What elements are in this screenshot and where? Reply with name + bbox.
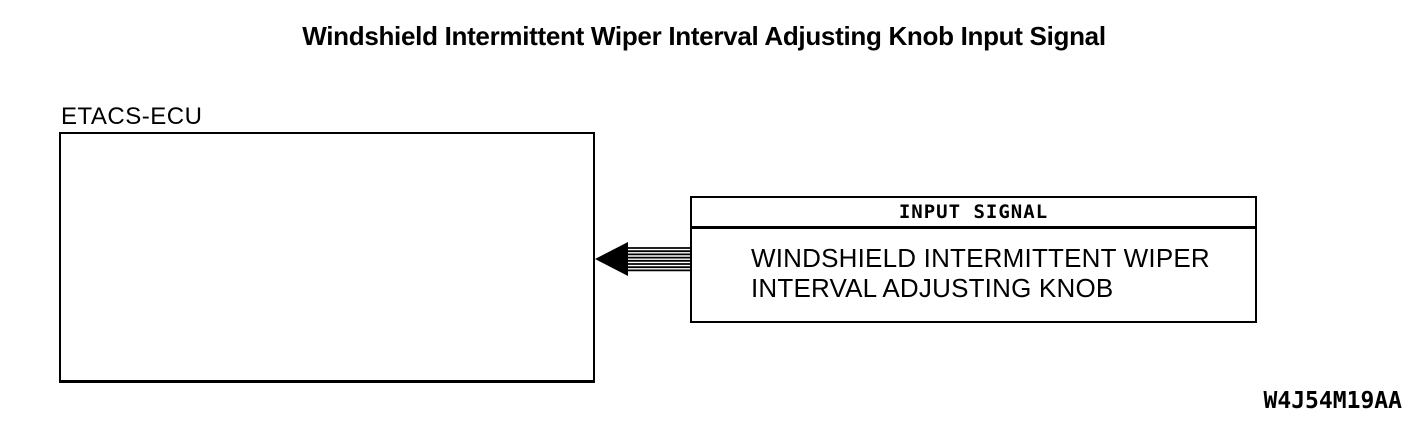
figure-code: W4J54M19AA [1263,388,1402,414]
input-signal-body: WINDSHIELD INTERMITTENT WIPER INTERVAL A… [692,229,1255,303]
etacs-ecu-label: ETACS-ECU [61,103,203,130]
input-signal-body-line1: WINDSHIELD INTERMITTENT WIPER [751,243,1210,273]
signal-arrow-left-icon [595,242,690,276]
input-signal-box: INPUT SIGNAL WINDSHIELD INTERMITTENT WIP… [690,196,1257,323]
input-signal-header: INPUT SIGNAL [692,198,1255,229]
etacs-ecu-box [59,132,595,383]
input-signal-body-line2: INTERVAL ADJUSTING KNOB [751,273,1114,303]
diagram-title: Windshield Intermittent Wiper Interval A… [302,21,1106,51]
